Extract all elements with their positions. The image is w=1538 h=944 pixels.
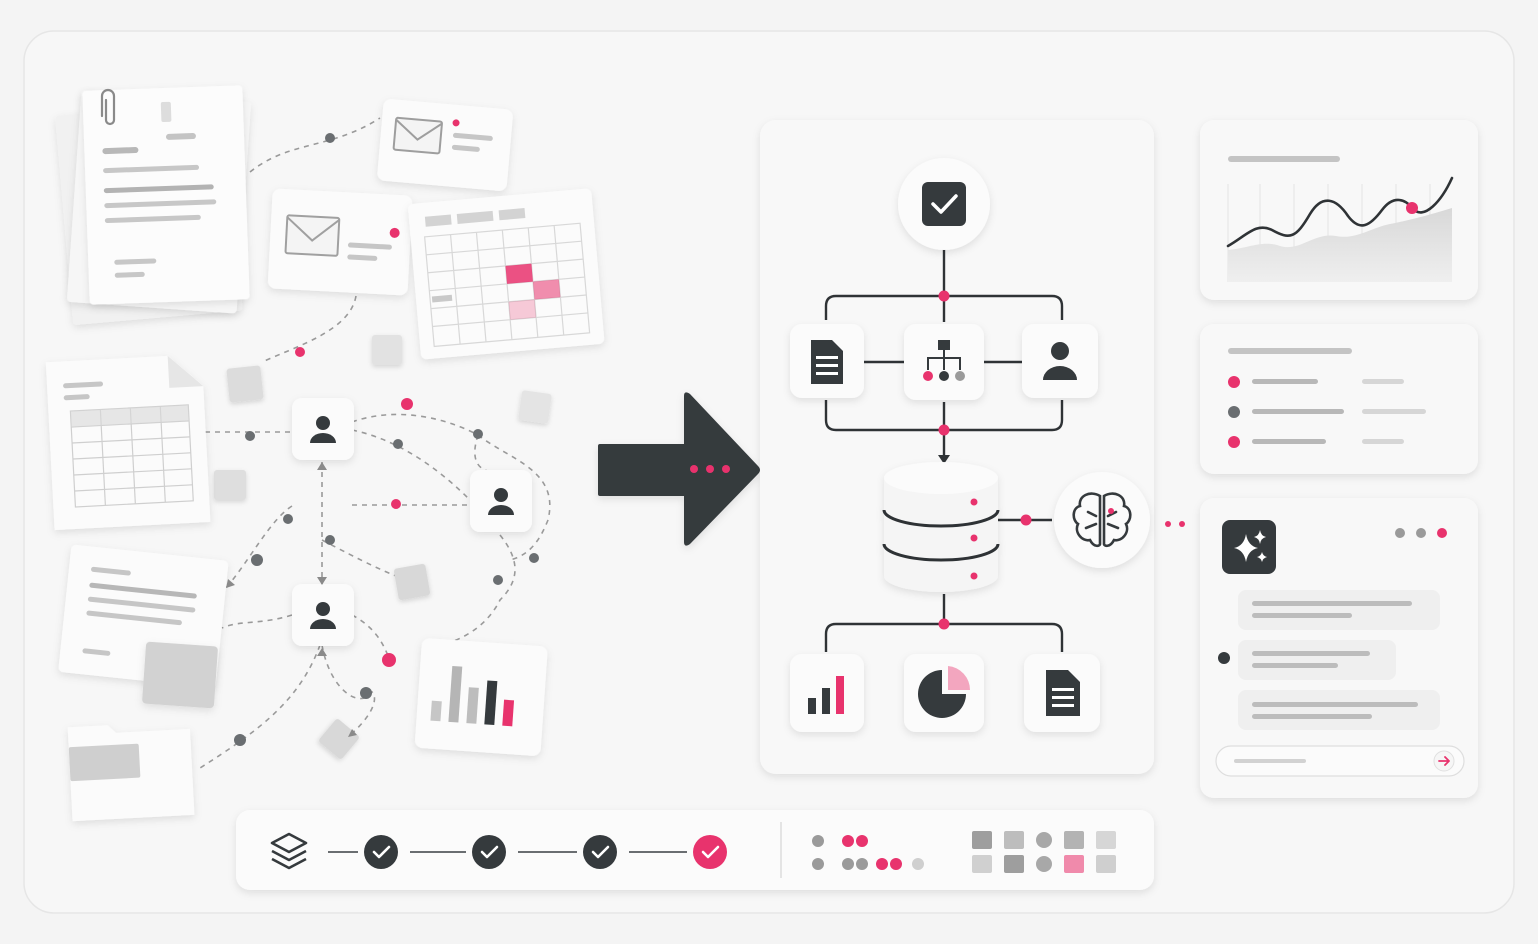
hierarchy-node[interactable]	[904, 324, 984, 400]
envelope-icon	[392, 116, 443, 155]
typing-indicator	[1395, 528, 1447, 538]
chat-input[interactable]	[1215, 745, 1465, 777]
document-stack	[55, 85, 251, 325]
user-icon	[310, 602, 336, 629]
pie-chart-output[interactable]	[904, 654, 984, 732]
floating-blocks	[214, 335, 552, 759]
user-icon	[488, 488, 514, 515]
list-item	[1228, 436, 1404, 448]
user-icon	[1043, 342, 1077, 380]
checkbox-icon	[922, 182, 966, 226]
source-connections	[199, 117, 551, 769]
trend-card	[1200, 120, 1478, 300]
paperclip-icon	[100, 88, 116, 126]
arrow-right-icon	[598, 392, 760, 546]
bar-chart-card	[415, 638, 548, 756]
status-dots	[812, 835, 924, 870]
progress-stepper	[328, 835, 727, 869]
email-card-1	[377, 99, 513, 191]
photo-block	[142, 641, 218, 709]
check-icon	[372, 845, 391, 859]
step-4-active[interactable]	[693, 835, 727, 869]
hierarchy-icon	[923, 340, 965, 381]
step-2-done[interactable]	[472, 835, 506, 869]
database-icon	[882, 462, 1000, 592]
trend-area	[1228, 208, 1452, 282]
chat-bubble	[1238, 590, 1440, 630]
folder-icon	[67, 725, 195, 822]
list-card	[1200, 324, 1478, 474]
user-icon	[310, 416, 336, 443]
ai-node[interactable]	[1054, 472, 1150, 568]
envelope-icon	[284, 214, 341, 257]
send-button[interactable]	[1433, 750, 1455, 772]
flow-arrowhead	[938, 455, 950, 464]
sparkles-icon	[1222, 520, 1276, 574]
document-node[interactable]	[790, 324, 864, 398]
check-icon	[480, 845, 499, 859]
document-icon	[811, 340, 843, 384]
check-icon	[701, 845, 720, 859]
bar-chart-output[interactable]	[790, 654, 864, 732]
report-icon	[1046, 670, 1080, 716]
brain-icon	[1072, 492, 1132, 548]
ai-link-dots	[1165, 521, 1185, 527]
send-arrow-icon	[1438, 756, 1450, 766]
assistant-card	[1200, 498, 1478, 798]
pipeline-panel	[760, 120, 1154, 774]
report-output[interactable]	[1024, 654, 1100, 732]
table-document	[45, 355, 211, 531]
step-3-done[interactable]	[583, 835, 617, 869]
check-icon	[591, 845, 610, 859]
user-card-3[interactable]	[292, 584, 354, 646]
bar-chart-icon	[808, 676, 844, 714]
chat-bubble	[1238, 690, 1440, 730]
top-check-node[interactable]	[898, 158, 990, 250]
connection-dots	[234, 133, 539, 746]
list-item	[1228, 376, 1404, 388]
connection-arrowheads	[226, 462, 357, 737]
check-icon	[931, 194, 958, 214]
user-node[interactable]	[1022, 324, 1098, 398]
user-card-2[interactable]	[470, 470, 532, 532]
email-card-2	[267, 188, 413, 296]
chat-bubble	[1238, 640, 1396, 680]
step-1-done[interactable]	[364, 835, 398, 869]
spreadsheet-card	[408, 188, 605, 360]
pie-chart-icon	[918, 666, 971, 718]
pipeline-junctions	[938, 290, 1032, 630]
user-card-1[interactable]	[292, 398, 354, 460]
status-grid	[972, 831, 1116, 873]
layers-icon	[270, 832, 308, 870]
list-item	[1228, 406, 1426, 418]
